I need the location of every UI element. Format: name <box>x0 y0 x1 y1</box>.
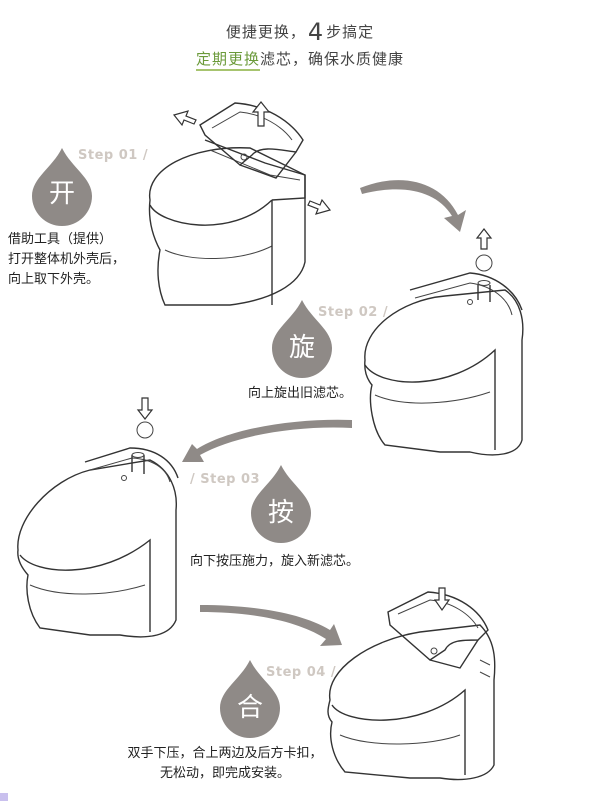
step4-label: Step 04 / <box>266 665 337 680</box>
step1-line-2: 打开整体机外壳后， <box>8 252 126 267</box>
step4-char: 合 <box>236 693 263 723</box>
drop-step4 <box>220 660 280 738</box>
step4-line-2: 无松动，即完成安装。 <box>159 766 290 781</box>
step2-description: 向上旋出旧滤芯。 <box>248 384 352 404</box>
header-text-a: 便捷更换， <box>225 23 306 41</box>
step2-label: Step 02 / <box>318 305 389 320</box>
step3-line-1: 向下按压施力，旋入新滤芯。 <box>190 554 360 569</box>
drop-step2 <box>272 300 332 378</box>
header-step-count: 4 <box>307 18 325 46</box>
toilet-step4-illustration <box>327 587 496 781</box>
step3-description: 向下按压施力，旋入新滤芯。 <box>190 552 359 572</box>
step1-line-3: 向上取下外壳。 <box>8 272 100 287</box>
toilet-step1-illustration <box>148 101 332 306</box>
flow-arrow-1 <box>360 180 466 232</box>
drop-step3 <box>251 465 311 543</box>
header-highlight: 定期更换 <box>195 50 260 71</box>
drop-step1 <box>32 148 92 226</box>
step1-line-1: 借助工具（提供） <box>8 232 113 247</box>
corner-marker <box>0 793 8 801</box>
step1-char: 开 <box>48 179 75 209</box>
step3-char: 按 <box>267 498 294 528</box>
step2-line-1: 向上旋出旧滤芯。 <box>248 386 353 401</box>
header-line-2: 定期更换滤芯，确保水质健康 <box>0 48 600 71</box>
toilet-step3-illustration <box>17 397 179 638</box>
flow-arrow-2 <box>182 419 352 462</box>
flow-arrow-3 <box>200 605 342 646</box>
step4-line-1: 双手下压，合上两边及后方卡扣， <box>127 746 323 761</box>
step4-description: 双手下压，合上两边及后方卡扣， 无松动，即完成安装。 <box>90 744 360 784</box>
header-text-rest: 滤芯，确保水质健康 <box>260 50 405 68</box>
step1-label: Step 01 / <box>78 148 149 163</box>
step2-char: 旋 <box>288 333 315 363</box>
step1-description: 借助工具（提供） 打开整体机外壳后， 向上取下外壳。 <box>8 230 125 290</box>
step3-label: / Step 03 <box>190 472 261 487</box>
toilet-step2-illustration <box>364 228 524 456</box>
header-text-b: 步搞定 <box>326 23 375 41</box>
